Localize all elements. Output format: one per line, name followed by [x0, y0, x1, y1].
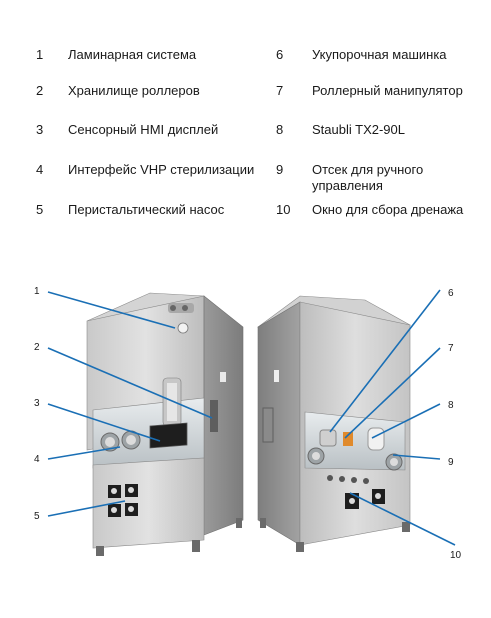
legend-text-3: Сенсорный HMI дисплей [68, 122, 219, 137]
legend-text-1: Ламинарная система [68, 47, 197, 62]
legend-text-9: Отсек для ручного управления [312, 162, 424, 193]
leader-lines [47, 289, 456, 546]
callout-5: 5 [34, 511, 40, 522]
legend-num-9: 9 [276, 162, 284, 177]
leader-line-7 [344, 347, 441, 439]
leader-line-5 [47, 500, 126, 517]
leader-line-3 [47, 403, 161, 442]
legend-num-10: 10 [276, 202, 291, 217]
legend-num-3: 3 [36, 122, 44, 137]
callout-2: 2 [34, 342, 40, 353]
legend-text-2: Хранилище роллеров [68, 83, 200, 98]
callout-3: 3 [34, 398, 40, 409]
legend-num-4: 4 [36, 162, 44, 177]
leader-line-4 [47, 446, 121, 460]
leader-line-2 [47, 347, 213, 419]
callout-1: 1 [34, 286, 40, 297]
leader-line-9 [392, 454, 441, 460]
callout-6: 6 [448, 288, 454, 299]
leader-line-1 [47, 291, 176, 329]
legend-text-4: Интерфейс VHP стерилизации [68, 162, 255, 177]
left-machine [86, 292, 244, 556]
legend-text-8: Staubli TX2-90L [312, 122, 405, 137]
legend-text-10: Окно для сбора дренажа [312, 202, 464, 217]
callout-9: 9 [448, 457, 454, 468]
callout-4: 4 [34, 454, 40, 465]
legend-num-2: 2 [36, 83, 44, 98]
right-machine [257, 295, 412, 552]
legend-num-5: 5 [36, 202, 44, 217]
legend-num-8: 8 [276, 122, 284, 137]
legend-text-6: Укупорочная машинка [312, 47, 447, 62]
callout-10: 10 [450, 550, 462, 561]
legend-num-7: 7 [276, 83, 284, 98]
legend-text-7: Роллерный манипулятор [312, 83, 463, 98]
legend-num-6: 6 [276, 47, 284, 62]
legend-text-5: Перистальтический насос [68, 202, 225, 217]
legend-num-1: 1 [36, 47, 44, 62]
callout-8: 8 [448, 400, 454, 411]
callout-7: 7 [448, 343, 454, 354]
leader-line-6 [329, 289, 441, 433]
leader-line-8 [371, 403, 441, 439]
leader-line-10 [349, 492, 456, 546]
